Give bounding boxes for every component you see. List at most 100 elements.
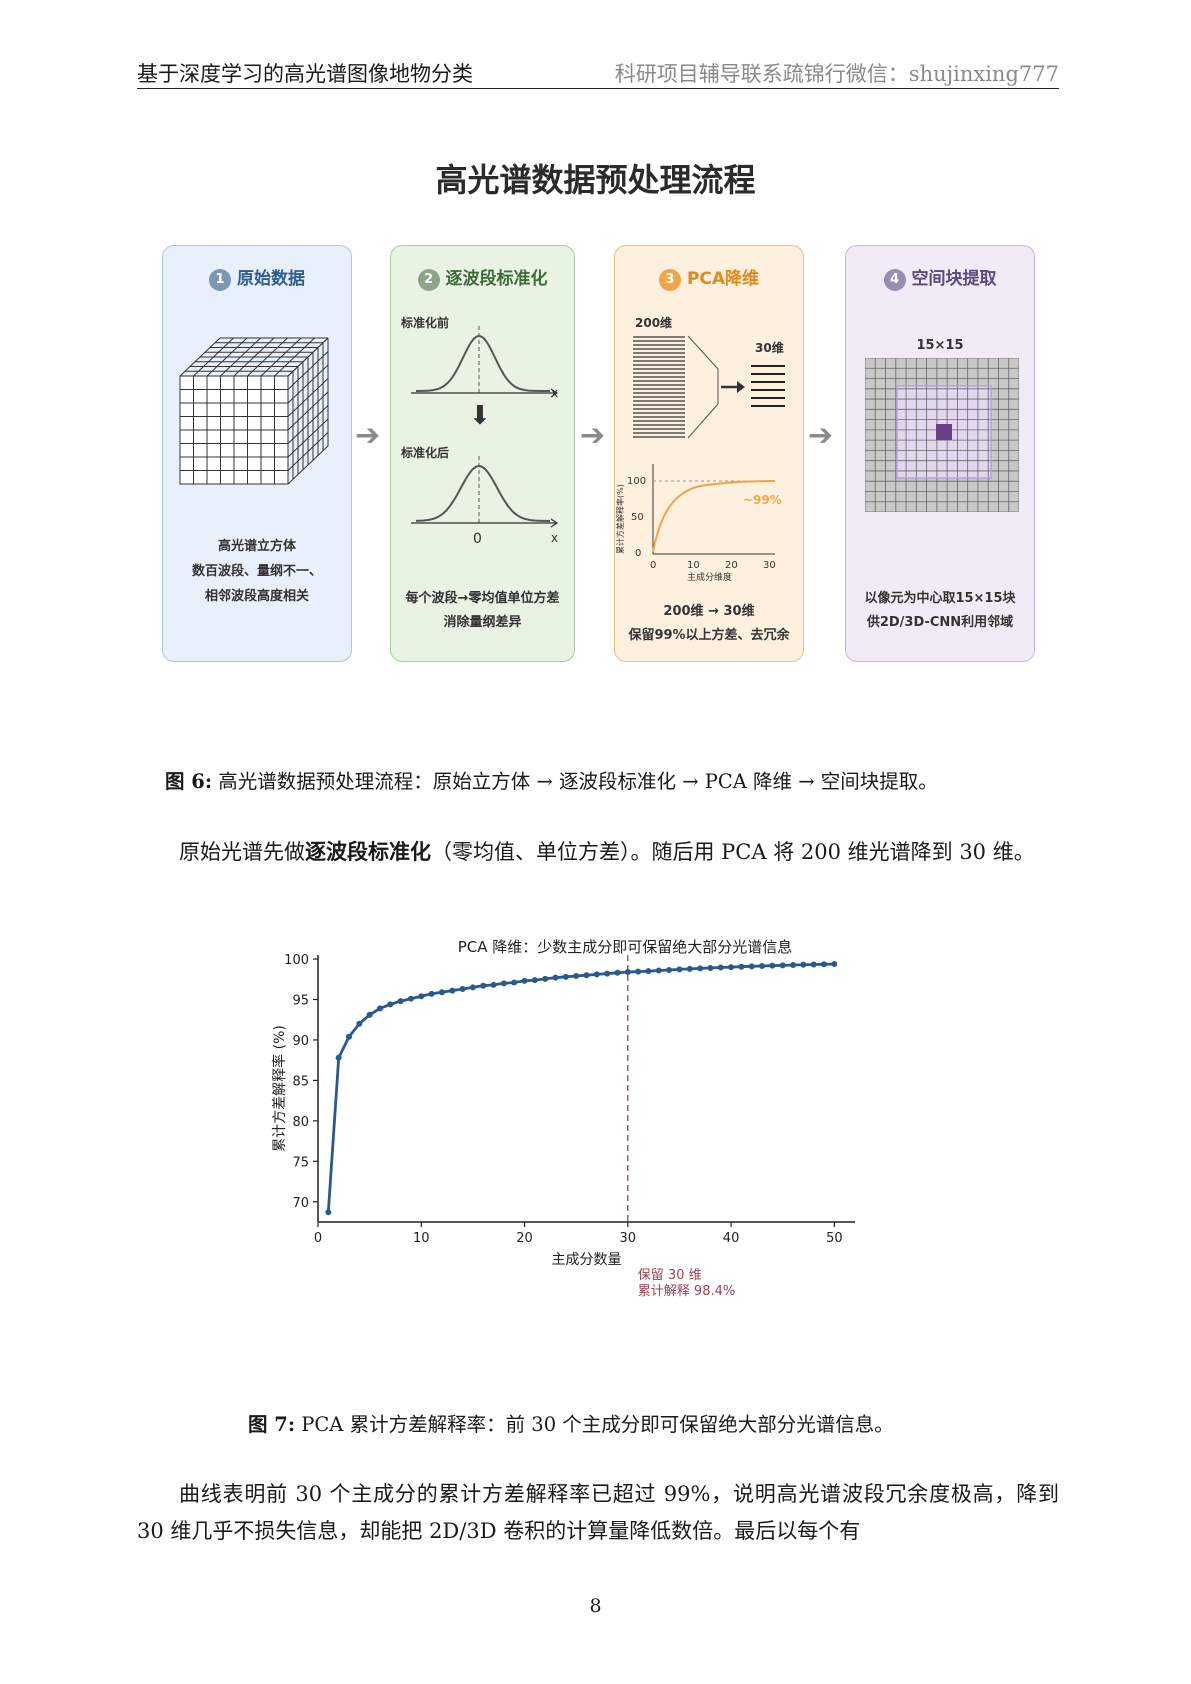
running-header-title: 基于深度学习的高光谱图像地物分类 (137, 62, 473, 86)
patch-size-label: 15×15 (916, 338, 964, 353)
data-point (779, 962, 786, 969)
data-point (552, 974, 559, 981)
zero-tick: 0 (473, 531, 482, 547)
arrow-right-icon: ➔ (355, 418, 381, 453)
data-point (624, 968, 631, 975)
data-point (583, 972, 590, 979)
x-tick-label: 20 (516, 1231, 533, 1246)
panel-standardization-line1: 每个波段→零均值单位方差 (405, 591, 560, 606)
arrow-right-icon: ➔ (580, 418, 606, 453)
data-point (717, 964, 724, 971)
data-point (376, 1005, 383, 1012)
data-point (511, 979, 518, 986)
data-point (697, 965, 704, 972)
series-points (325, 961, 838, 1216)
x-tick-label: 50 (826, 1231, 843, 1246)
mini-ytick: 50 (631, 512, 644, 523)
emphasis-standardization: 逐波段标准化 (305, 840, 431, 864)
x-axis-label: 主成分数量 (552, 1252, 622, 1268)
mini-xlabel: 主成分维度 (687, 571, 732, 581)
figure7-caption: 图 7: PCA 累计方差解释率：前 30 个主成分即可保留绝大部分光谱信息。 (248, 1408, 894, 1437)
y-tick-label: 100 (284, 953, 309, 968)
panel-raw-data-line2: 数百波段、量纲不一、 (191, 564, 322, 579)
data-point (821, 961, 828, 968)
figure7-caption-text: PCA 累计方差解释率：前 30 个主成分即可保留绝大部分光谱信息。 (301, 1413, 894, 1436)
data-point (604, 970, 611, 977)
data-point (387, 1001, 394, 1008)
figure7-caption-label: 图 7: (248, 1413, 296, 1436)
mini-xtick: 10 (687, 560, 700, 571)
panel-pca-line1: 200维 → 30维 (663, 604, 755, 619)
data-point (335, 1054, 342, 1061)
figure6-caption: 图 6: 高光谱数据预处理流程：原始立方体 → 逐波段标准化 → PCA 降维 … (165, 765, 938, 794)
panel-raw-data-line1: 高光谱立方体 (217, 539, 296, 554)
x-tick-label: 30 (620, 1231, 637, 1246)
data-point (666, 966, 673, 973)
mini-xtick: 30 (763, 560, 776, 571)
mini-variance-chart: 0 50 100 0 10 20 30 主成分维度 累计方差解释率(%) ~99… (615, 464, 782, 581)
data-point (345, 1033, 352, 1040)
y-tick-label: 90 (292, 1034, 309, 1049)
data-point (480, 982, 487, 989)
figure6-title: 高光谱数据预处理流程 (435, 161, 756, 199)
panel-patch-line1: 以像元为中心取15×15块 (864, 591, 1016, 606)
page-number: 8 (589, 1595, 602, 1617)
step-4-badge: 4 (883, 269, 906, 291)
before-label: 标准化前 (401, 316, 450, 330)
paragraph-1: 原始光谱先做逐波段标准化（零均值、单位方差）。随后用 PCA 将 200 维光谱… (179, 840, 1035, 864)
data-point (738, 963, 745, 970)
data-point (831, 961, 838, 968)
x-tick-label: 10 (413, 1231, 430, 1246)
data-point (521, 977, 528, 984)
y-tick-label: 75 (292, 1155, 309, 1170)
header-rule (137, 88, 1059, 89)
figure6-caption-text: 高光谱数据预处理流程：原始立方体 → 逐波段标准化 → PCA 降维 → 空间块… (218, 770, 938, 793)
data-point (469, 984, 476, 991)
data-point (655, 967, 662, 974)
arrow-down-icon: ⬇ (469, 401, 491, 431)
data-point (810, 961, 817, 968)
x-tick-label: 40 (723, 1231, 740, 1246)
series-line (326, 962, 835, 1213)
data-point (645, 968, 652, 975)
data-point (769, 962, 776, 969)
data-point (428, 990, 435, 997)
mini-ylabel: 累计方差解释率(%) (615, 484, 625, 554)
data-point (407, 995, 414, 1002)
data-point (459, 985, 466, 992)
data-point (790, 962, 797, 969)
data-point (800, 961, 807, 968)
data-point (449, 987, 456, 994)
data-point (573, 973, 580, 980)
arrow-right-icon: ➔ (808, 418, 834, 453)
x-tick-label: 0 (314, 1231, 322, 1246)
data-point (686, 965, 693, 972)
step-3-badge: 3 (658, 269, 681, 291)
pca-reduction-graphic (633, 335, 785, 439)
dim-out-label: 30维 (755, 341, 784, 355)
data-point (728, 964, 735, 971)
panel-raw-data-line3: 相邻波段高度相关 (204, 589, 309, 604)
step-1-badge: 1 (209, 269, 231, 291)
data-point (676, 966, 683, 973)
panel-standardization-line2: 消除量纲差异 (443, 615, 522, 630)
data-point (490, 981, 497, 988)
data-point (593, 971, 600, 978)
y-tick-label: 85 (292, 1074, 309, 1089)
data-point (635, 968, 642, 975)
data-point (531, 977, 538, 984)
y-tick-label: 80 (292, 1115, 309, 1130)
figure6-caption-label: 图 6: (165, 770, 213, 793)
data-point (707, 964, 714, 971)
y-tick-label: 70 (292, 1196, 309, 1211)
mini-annotation: ~99% (743, 493, 782, 507)
